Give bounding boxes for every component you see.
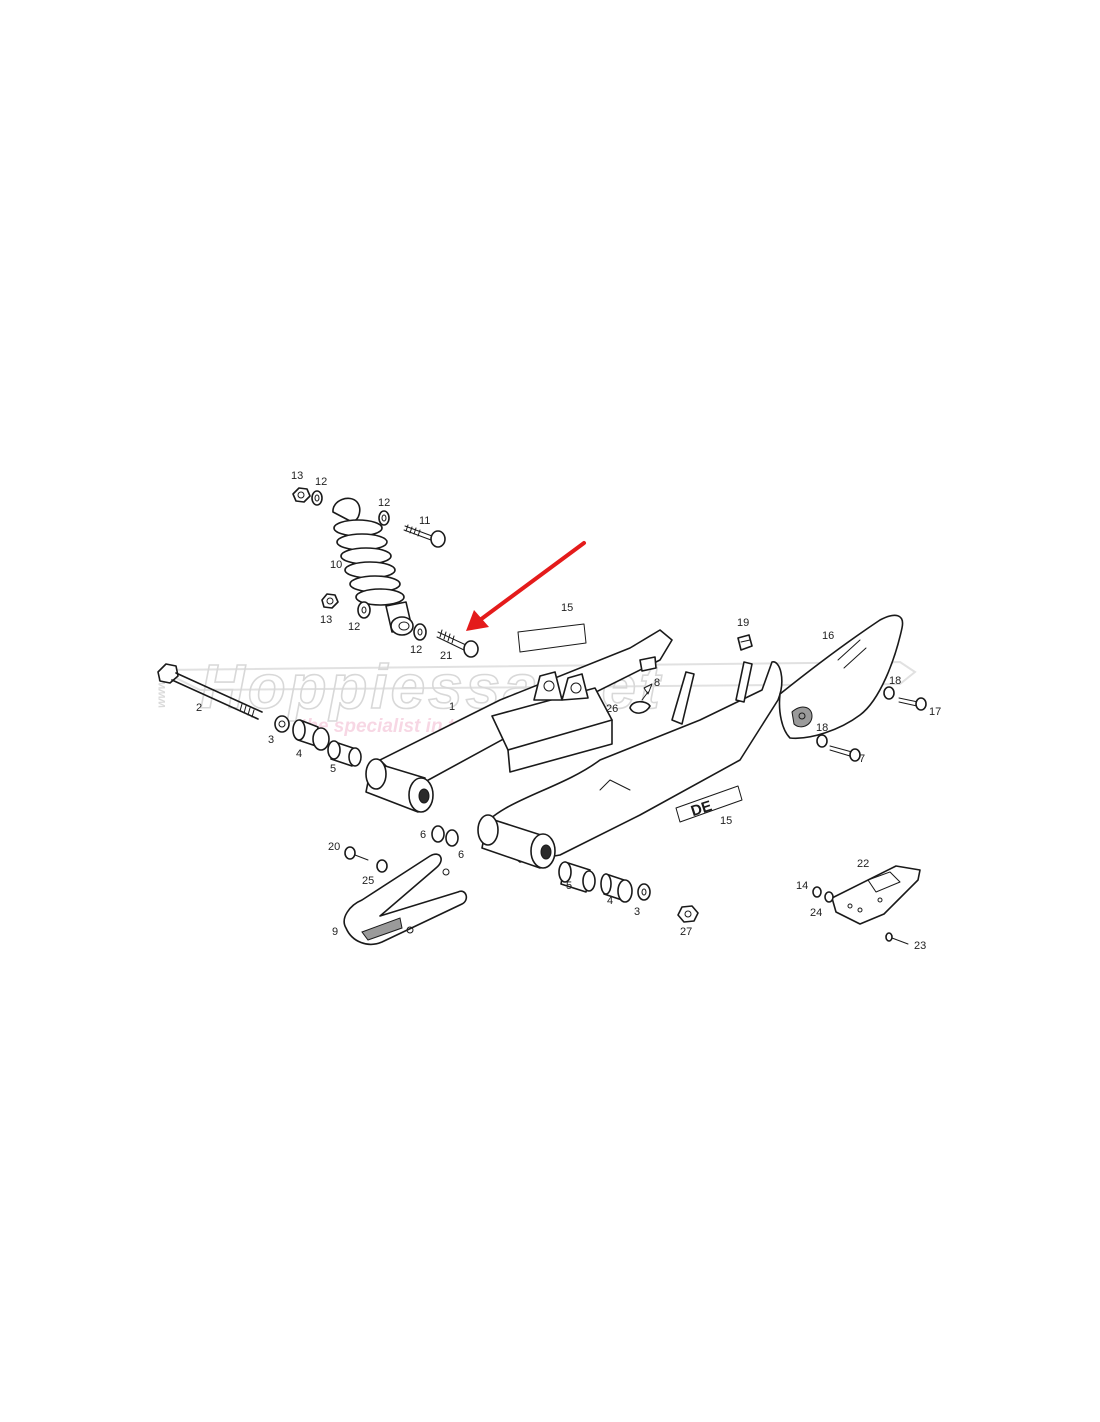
callout-6: 6 bbox=[420, 829, 426, 841]
callout-13: 13 bbox=[320, 614, 332, 626]
washer-12-upper-right bbox=[378, 510, 390, 526]
callout-4: 4 bbox=[607, 895, 613, 907]
callout-18: 18 bbox=[816, 722, 828, 734]
callout-6: 6 bbox=[458, 849, 464, 861]
callout-23: 23 bbox=[914, 940, 926, 952]
callout-2: 2 bbox=[196, 702, 202, 714]
callout-8: 8 bbox=[654, 677, 660, 689]
watermark-prefix: www bbox=[154, 679, 168, 708]
bolt-21 bbox=[436, 629, 479, 658]
shock-absorber bbox=[332, 497, 414, 636]
callout-10: 10 bbox=[330, 559, 342, 571]
callout-19: 19 bbox=[737, 617, 749, 629]
callout-labels: 13 12 12 11 10 13 12 12 21 15 19 16 8 26… bbox=[196, 470, 941, 952]
guard-plate-hardware bbox=[812, 886, 909, 945]
shock-hardware bbox=[292, 487, 479, 658]
chain-slider-9 bbox=[343, 853, 468, 946]
chain-slider-hardware bbox=[344, 825, 459, 873]
pivot-bushings-left bbox=[274, 715, 362, 767]
callout-21: 21 bbox=[440, 650, 452, 662]
guard-plate-22 bbox=[831, 865, 921, 925]
washer-12-right bbox=[413, 623, 427, 641]
highlight-arrow bbox=[466, 541, 586, 631]
callout-17: 17 bbox=[929, 706, 941, 718]
callout-15: 15 bbox=[561, 602, 573, 614]
washer-12-lower bbox=[357, 601, 371, 619]
callout-22: 22 bbox=[857, 858, 869, 870]
callout-1: 1 bbox=[449, 701, 455, 713]
chain-guide-hardware bbox=[816, 686, 927, 762]
nut-27 bbox=[677, 905, 699, 923]
callout-25: 25 bbox=[362, 875, 374, 887]
callout-27: 27 bbox=[680, 926, 692, 938]
pivot-bushings-right bbox=[558, 861, 699, 923]
callout-11: 11 bbox=[419, 515, 430, 527]
callout-14: 14 bbox=[796, 880, 808, 892]
small-fittings bbox=[629, 634, 753, 714]
callout-3: 3 bbox=[268, 734, 274, 746]
callout-12: 12 bbox=[315, 476, 327, 488]
callout-5: 5 bbox=[330, 763, 336, 775]
chain-guide-16 bbox=[778, 614, 904, 740]
callout-12: 12 bbox=[348, 621, 360, 633]
decal-15-upper bbox=[517, 623, 587, 653]
nut-13-top bbox=[292, 487, 311, 503]
bolt-11 bbox=[403, 524, 446, 548]
swingarm-axle bbox=[157, 663, 263, 720]
decal-15-lower: DE bbox=[675, 785, 743, 823]
swingarm-body bbox=[365, 629, 783, 869]
callout-26: 26 bbox=[606, 703, 618, 715]
callout-15: 15 bbox=[720, 815, 732, 827]
decal-text: DE bbox=[689, 797, 714, 820]
callout-5: 5 bbox=[566, 880, 572, 892]
callout-18: 18 bbox=[889, 675, 901, 687]
callout-20: 20 bbox=[328, 841, 340, 853]
washer-12-top bbox=[311, 490, 323, 506]
callout-16: 16 bbox=[822, 630, 834, 642]
callout-13: 13 bbox=[291, 470, 303, 482]
callout-4: 4 bbox=[296, 748, 302, 760]
callout-9: 9 bbox=[332, 926, 338, 938]
callout-12: 12 bbox=[410, 644, 422, 656]
callout-3: 3 bbox=[634, 906, 640, 918]
nut-13-lower bbox=[321, 593, 339, 609]
callout-12: 12 bbox=[378, 497, 390, 509]
callout-7: 7 bbox=[859, 753, 865, 765]
callout-24: 24 bbox=[810, 907, 822, 919]
